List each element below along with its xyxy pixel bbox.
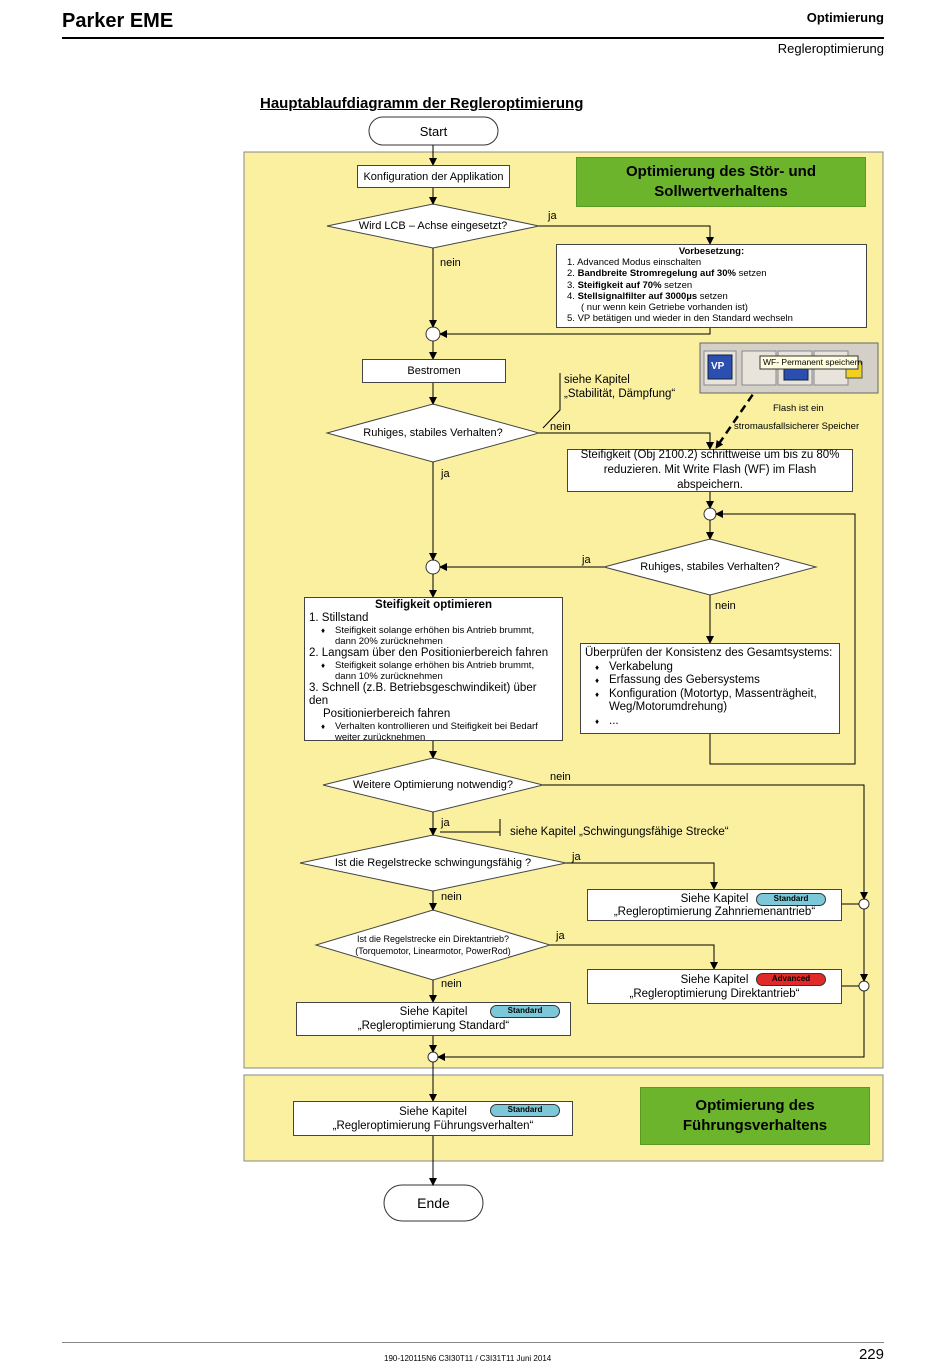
- annotation-flash-2: stromausfallsicherer Speicher: [734, 421, 860, 432]
- footer-rule: [62, 1342, 884, 1343]
- annotation-stabilitaet: siehe Kapitel„Stabilität, Dämpfung“: [564, 374, 676, 400]
- vorbesetzung-item-1: 1. Advanced Modus einschalten: [567, 257, 702, 269]
- decision-ruhig-2-label: Ruhiges, stabiles Verhalten?: [640, 561, 780, 573]
- konsistenz-box: Überprüfen der Konsistenz des Gesamtsyst…: [580, 643, 840, 734]
- section-title: Optimierung: [806, 10, 884, 25]
- start-label: Start: [419, 123, 448, 139]
- process-konfiguration: Konfiguration der Applikation: [357, 165, 510, 188]
- konsistenz-item: Verkabelung: [593, 661, 835, 675]
- footer-reference: 190-120115N6 C3I30T11 / C3I31T11 Juni 20…: [384, 1354, 552, 1363]
- process-steifigkeit-reduzieren: Steifigkeit (Obj 2100.2) schrittweise um…: [567, 449, 853, 492]
- edge-label-ja: ja: [441, 817, 450, 829]
- chapter-zahnriemen-line-2: „Regleroptimierung Zahnriemenantrieb“: [613, 906, 816, 918]
- decision-weitere-label: Weitere Optimierung notwendig?: [353, 779, 513, 791]
- junction-1: [425, 326, 441, 342]
- edge-label-ja: ja: [582, 554, 591, 566]
- steifigkeit-step-2-bullet: Steifigkeit solange erhöhen bis Antrieb …: [309, 660, 558, 682]
- steifigkeit-box: Steifigkeit optimieren 1. Stillstand Ste…: [304, 597, 563, 743]
- toolbar-wf-tooltip: WF- Permanent speichern: [763, 357, 863, 367]
- chapter-standard: Siehe Kapitel „Regleroptimierung Standar…: [296, 1002, 571, 1036]
- decision-ruhig-1-label: Ruhiges, stabiles Verhalten?: [363, 427, 503, 439]
- konsistenz-item: Konfiguration (Motortyp, Massenträgheit,…: [593, 688, 835, 715]
- konsistenz-item: ...: [593, 715, 835, 729]
- chapter-standard-line-1: Siehe Kapitel: [399, 1006, 468, 1018]
- chapter-fuehrungsverhalten: Siehe Kapitel „Regleroptimierung Führung…: [293, 1101, 573, 1136]
- edge-label-nein: nein: [441, 978, 462, 990]
- steifigkeit-step-1: 1. Stillstand: [309, 612, 369, 624]
- header-rule: [62, 37, 884, 39]
- steifigkeit-step-3: 3. Schnell (z.B. Betriebsgeschwindikeit)…: [309, 682, 537, 720]
- badge-standard: Standard: [490, 1104, 560, 1117]
- page-number: 229: [858, 1346, 884, 1363]
- edge-label-ja: ja: [572, 851, 581, 863]
- chapter-fuehrung-line-2: „Regleroptimierung Führungsverhalten“: [332, 1120, 534, 1132]
- subsection-title: Regleroptimierung: [777, 41, 884, 56]
- vorbesetzung-item-4: 4. Stellsignalfilter auf 3000µs setzen: [567, 290, 728, 302]
- decision-lcb-label: Wird LCB – Achse eingesetzt?: [358, 220, 508, 232]
- junction-4: [858, 898, 870, 910]
- chapter-direktantrieb-line-1: Siehe Kapitel: [680, 974, 749, 986]
- edge-label-nein: nein: [550, 771, 571, 783]
- edge-label-nein: nein: [441, 891, 462, 903]
- group1-title: Optimierung des Stör- und Sollwertverhal…: [576, 157, 866, 207]
- annotation-flash-1: Flash ist ein: [773, 403, 824, 414]
- edge-label-ja: ja: [441, 468, 450, 480]
- chapter-zahnriemen-line-1: Siehe Kapitel: [680, 893, 749, 905]
- edge-label-ja: ja: [556, 930, 565, 942]
- chapter-direktantrieb-line-2: „Regleroptimierung Direktantrieb“: [629, 988, 800, 1000]
- badge-advanced: Advanced: [756, 973, 826, 986]
- vorbesetzung-item-3: 3. Steifigkeit auf 70% setzen: [567, 279, 693, 291]
- decision-direkt-label-1: Ist die Regelstrecke ein Direktantrieb?: [356, 934, 510, 945]
- chapter-zahnriemen: Siehe Kapitel „Regleroptimierung Zahnrie…: [587, 889, 842, 921]
- konsistenz-item: Erfassung des Gebersystems: [593, 674, 835, 688]
- decision-schwing-label: Ist die Regelstrecke schwingungsfähig ?: [334, 857, 532, 869]
- steifigkeit-step-2: 2. Langsam über den Positionierbereich f…: [309, 647, 549, 659]
- edge-label-nein: nein: [550, 421, 571, 433]
- vorbesetzung-item-5: 5. VP betätigen und wieder in den Standa…: [567, 313, 793, 325]
- brand-title: Parker EME: [62, 10, 174, 32]
- edge-label-nein: nein: [715, 600, 736, 612]
- group2-title: Optimierung des Führungsverhaltens: [640, 1087, 870, 1145]
- edge-label-nein: nein: [440, 257, 461, 269]
- page-title: Hauptablaufdiagramm der Regleroptimierun…: [260, 95, 584, 112]
- steifigkeit-title: Steifigkeit optimieren: [375, 599, 492, 611]
- annotation-schwingung: siehe Kapitel „Schwingungsfähige Strecke…: [510, 826, 729, 838]
- decision-direkt-label-2: (Torquemotor, Linearmotor, PowerRod): [355, 946, 511, 957]
- badge-standard: Standard: [490, 1005, 560, 1018]
- junction-5: [858, 980, 870, 992]
- chapter-standard-line-2: „Regleroptimierung Standard“: [357, 1020, 510, 1032]
- process-bestromen: Bestromen: [362, 359, 506, 383]
- vorbesetzung-box: Vorbesetzung: 1. Advanced Modus einschal…: [556, 244, 867, 328]
- vorbesetzung-item-2: 2. Bandbreite Stromregelung auf 30% setz…: [567, 268, 767, 280]
- chapter-fuehrung-line-1: Siehe Kapitel: [399, 1106, 467, 1118]
- junction-6: [427, 1051, 439, 1063]
- end-label: Ende: [417, 1195, 450, 1211]
- junction-3: [703, 507, 717, 521]
- steifigkeit-step-1-bullet: Steifigkeit solange erhöhen bis Antrieb …: [309, 625, 558, 647]
- konsistenz-title: Überprüfen der Konsistenz des Gesamtsyst…: [585, 647, 833, 659]
- vorbesetzung-title: Vorbesetzung:: [678, 246, 745, 257]
- badge-standard: Standard: [756, 893, 826, 906]
- steifigkeit-step-3-bullet: Verhalten kontrollieren und Steifigkeit …: [309, 721, 558, 743]
- chapter-direktantrieb: Siehe Kapitel „Regleroptimierung Direkta…: [587, 969, 842, 1004]
- junction-2: [425, 559, 441, 575]
- toolbar-vp-icon: VP: [711, 361, 725, 372]
- edge-label-ja: ja: [548, 210, 557, 222]
- vorbesetzung-item-4-note: ( nur wenn kein Getriebe vorhanden ist): [581, 302, 748, 314]
